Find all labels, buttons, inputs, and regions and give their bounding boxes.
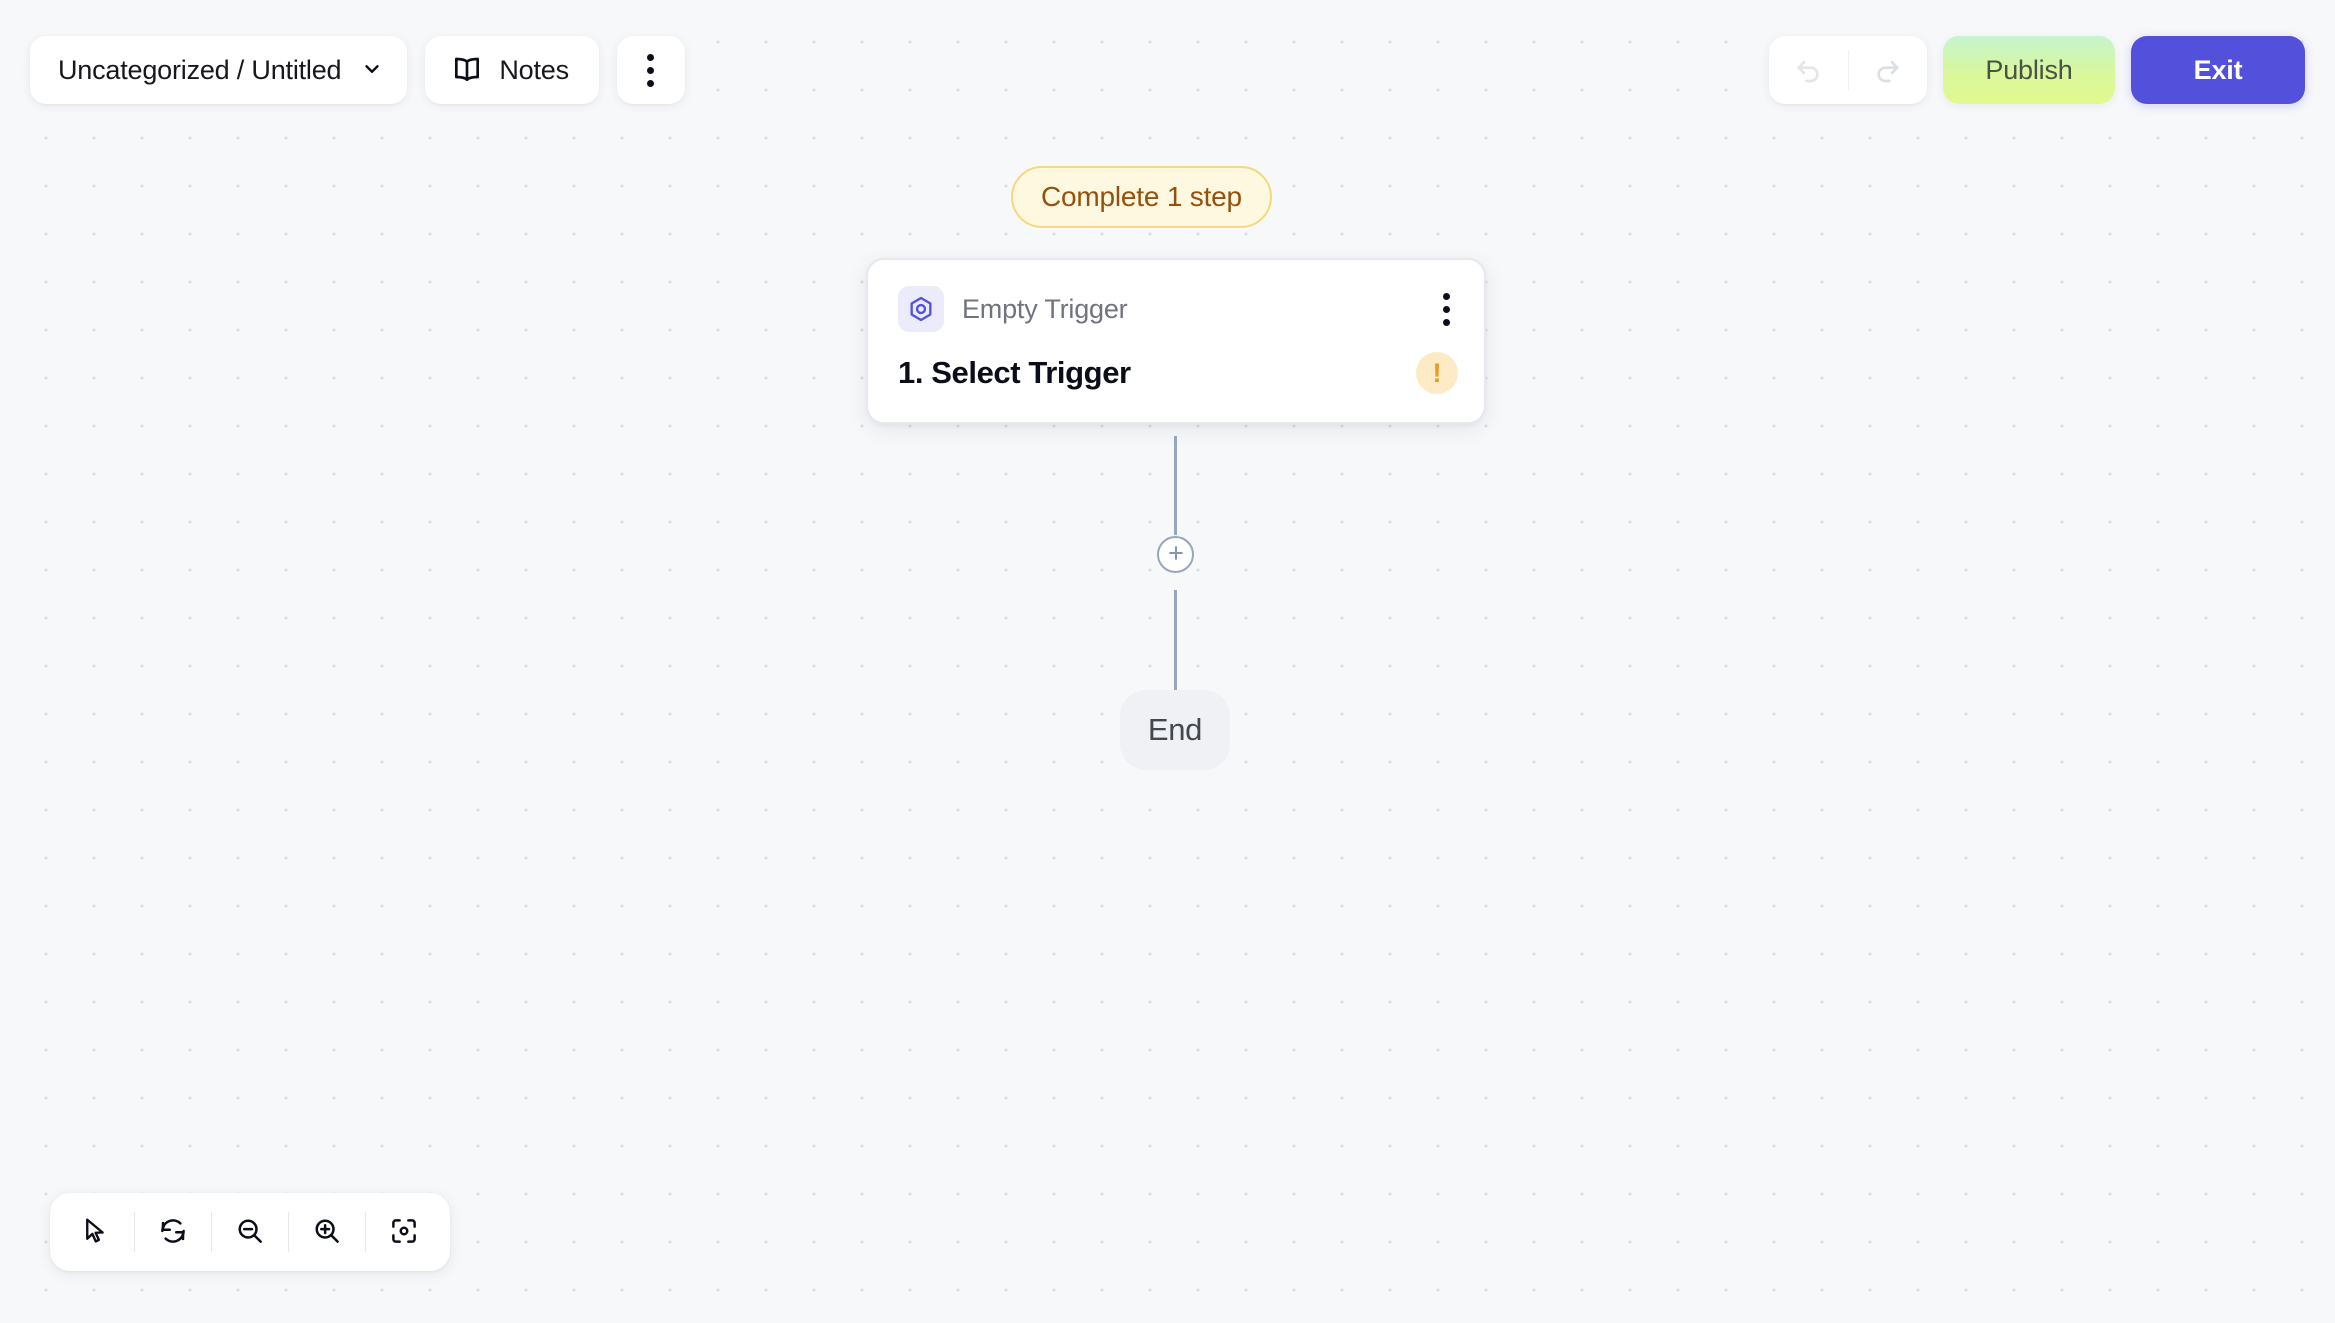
notes-button[interactable]: Notes (425, 36, 599, 104)
zoom-out-icon (235, 1216, 265, 1249)
cursor-arrow-icon (81, 1216, 111, 1249)
undo-arrow-icon (1792, 53, 1824, 88)
plus-icon (1166, 543, 1186, 566)
trigger-node-header: Empty Trigger (898, 286, 1458, 332)
reset-tool[interactable] (135, 1193, 211, 1271)
exit-button[interactable]: Exit (2131, 36, 2305, 104)
trigger-type-label: Empty Trigger (962, 293, 1128, 324)
publish-button[interactable]: Publish (1943, 36, 2115, 104)
edge-add-to-end (1174, 590, 1177, 690)
book-icon (451, 53, 483, 88)
more-vertical-icon (1443, 292, 1450, 326)
more-vertical-icon (647, 53, 655, 87)
end-node[interactable]: End (1120, 690, 1230, 770)
undo-button[interactable] (1769, 36, 1848, 104)
add-step-button[interactable] (1157, 536, 1194, 573)
fit-view-tool[interactable] (366, 1193, 442, 1271)
trigger-node-menu-button[interactable] (1435, 289, 1458, 330)
history-divider (1847, 50, 1849, 90)
zoom-in-tool[interactable] (289, 1193, 365, 1271)
more-options-button[interactable] (616, 36, 685, 104)
toolbar-divider (365, 1212, 366, 1252)
toolbar-divider (288, 1212, 289, 1252)
history-button-group (1769, 36, 1927, 104)
redo-arrow-icon (1872, 53, 1904, 88)
warning-badge[interactable]: ! (1416, 352, 1458, 394)
edge-trigger-to-add (1174, 436, 1177, 535)
toolbar-divider (134, 1212, 135, 1252)
exclamation-icon: ! (1432, 357, 1442, 388)
toolbar-divider (211, 1212, 212, 1252)
trigger-node-card[interactable]: Empty Trigger 1. Select Trigger ! (866, 258, 1486, 424)
status-badge: Complete 1 step (1011, 166, 1272, 228)
trigger-node-title: 1. Select Trigger (898, 355, 1131, 390)
trigger-node-body: 1. Select Trigger ! (898, 352, 1458, 394)
chevron-down-icon (361, 58, 383, 83)
breadcrumb-label: Uncategorized / Untitled (58, 54, 342, 85)
focus-frame-icon (389, 1216, 419, 1249)
refresh-icon (158, 1216, 188, 1249)
zoom-in-icon (312, 1216, 342, 1249)
canvas-toolbar (50, 1193, 450, 1271)
breadcrumb-dropdown[interactable]: Uncategorized / Untitled (30, 36, 408, 104)
header-left-group: Uncategorized / Untitled Notes (30, 36, 685, 104)
pointer-tool[interactable] (58, 1193, 134, 1271)
notes-label: Notes (499, 54, 569, 85)
redo-button[interactable] (1849, 36, 1928, 104)
header-right-group: Publish Exit (1769, 36, 2305, 104)
zoom-out-tool[interactable] (212, 1193, 288, 1271)
hexagon-target-icon (898, 286, 944, 332)
